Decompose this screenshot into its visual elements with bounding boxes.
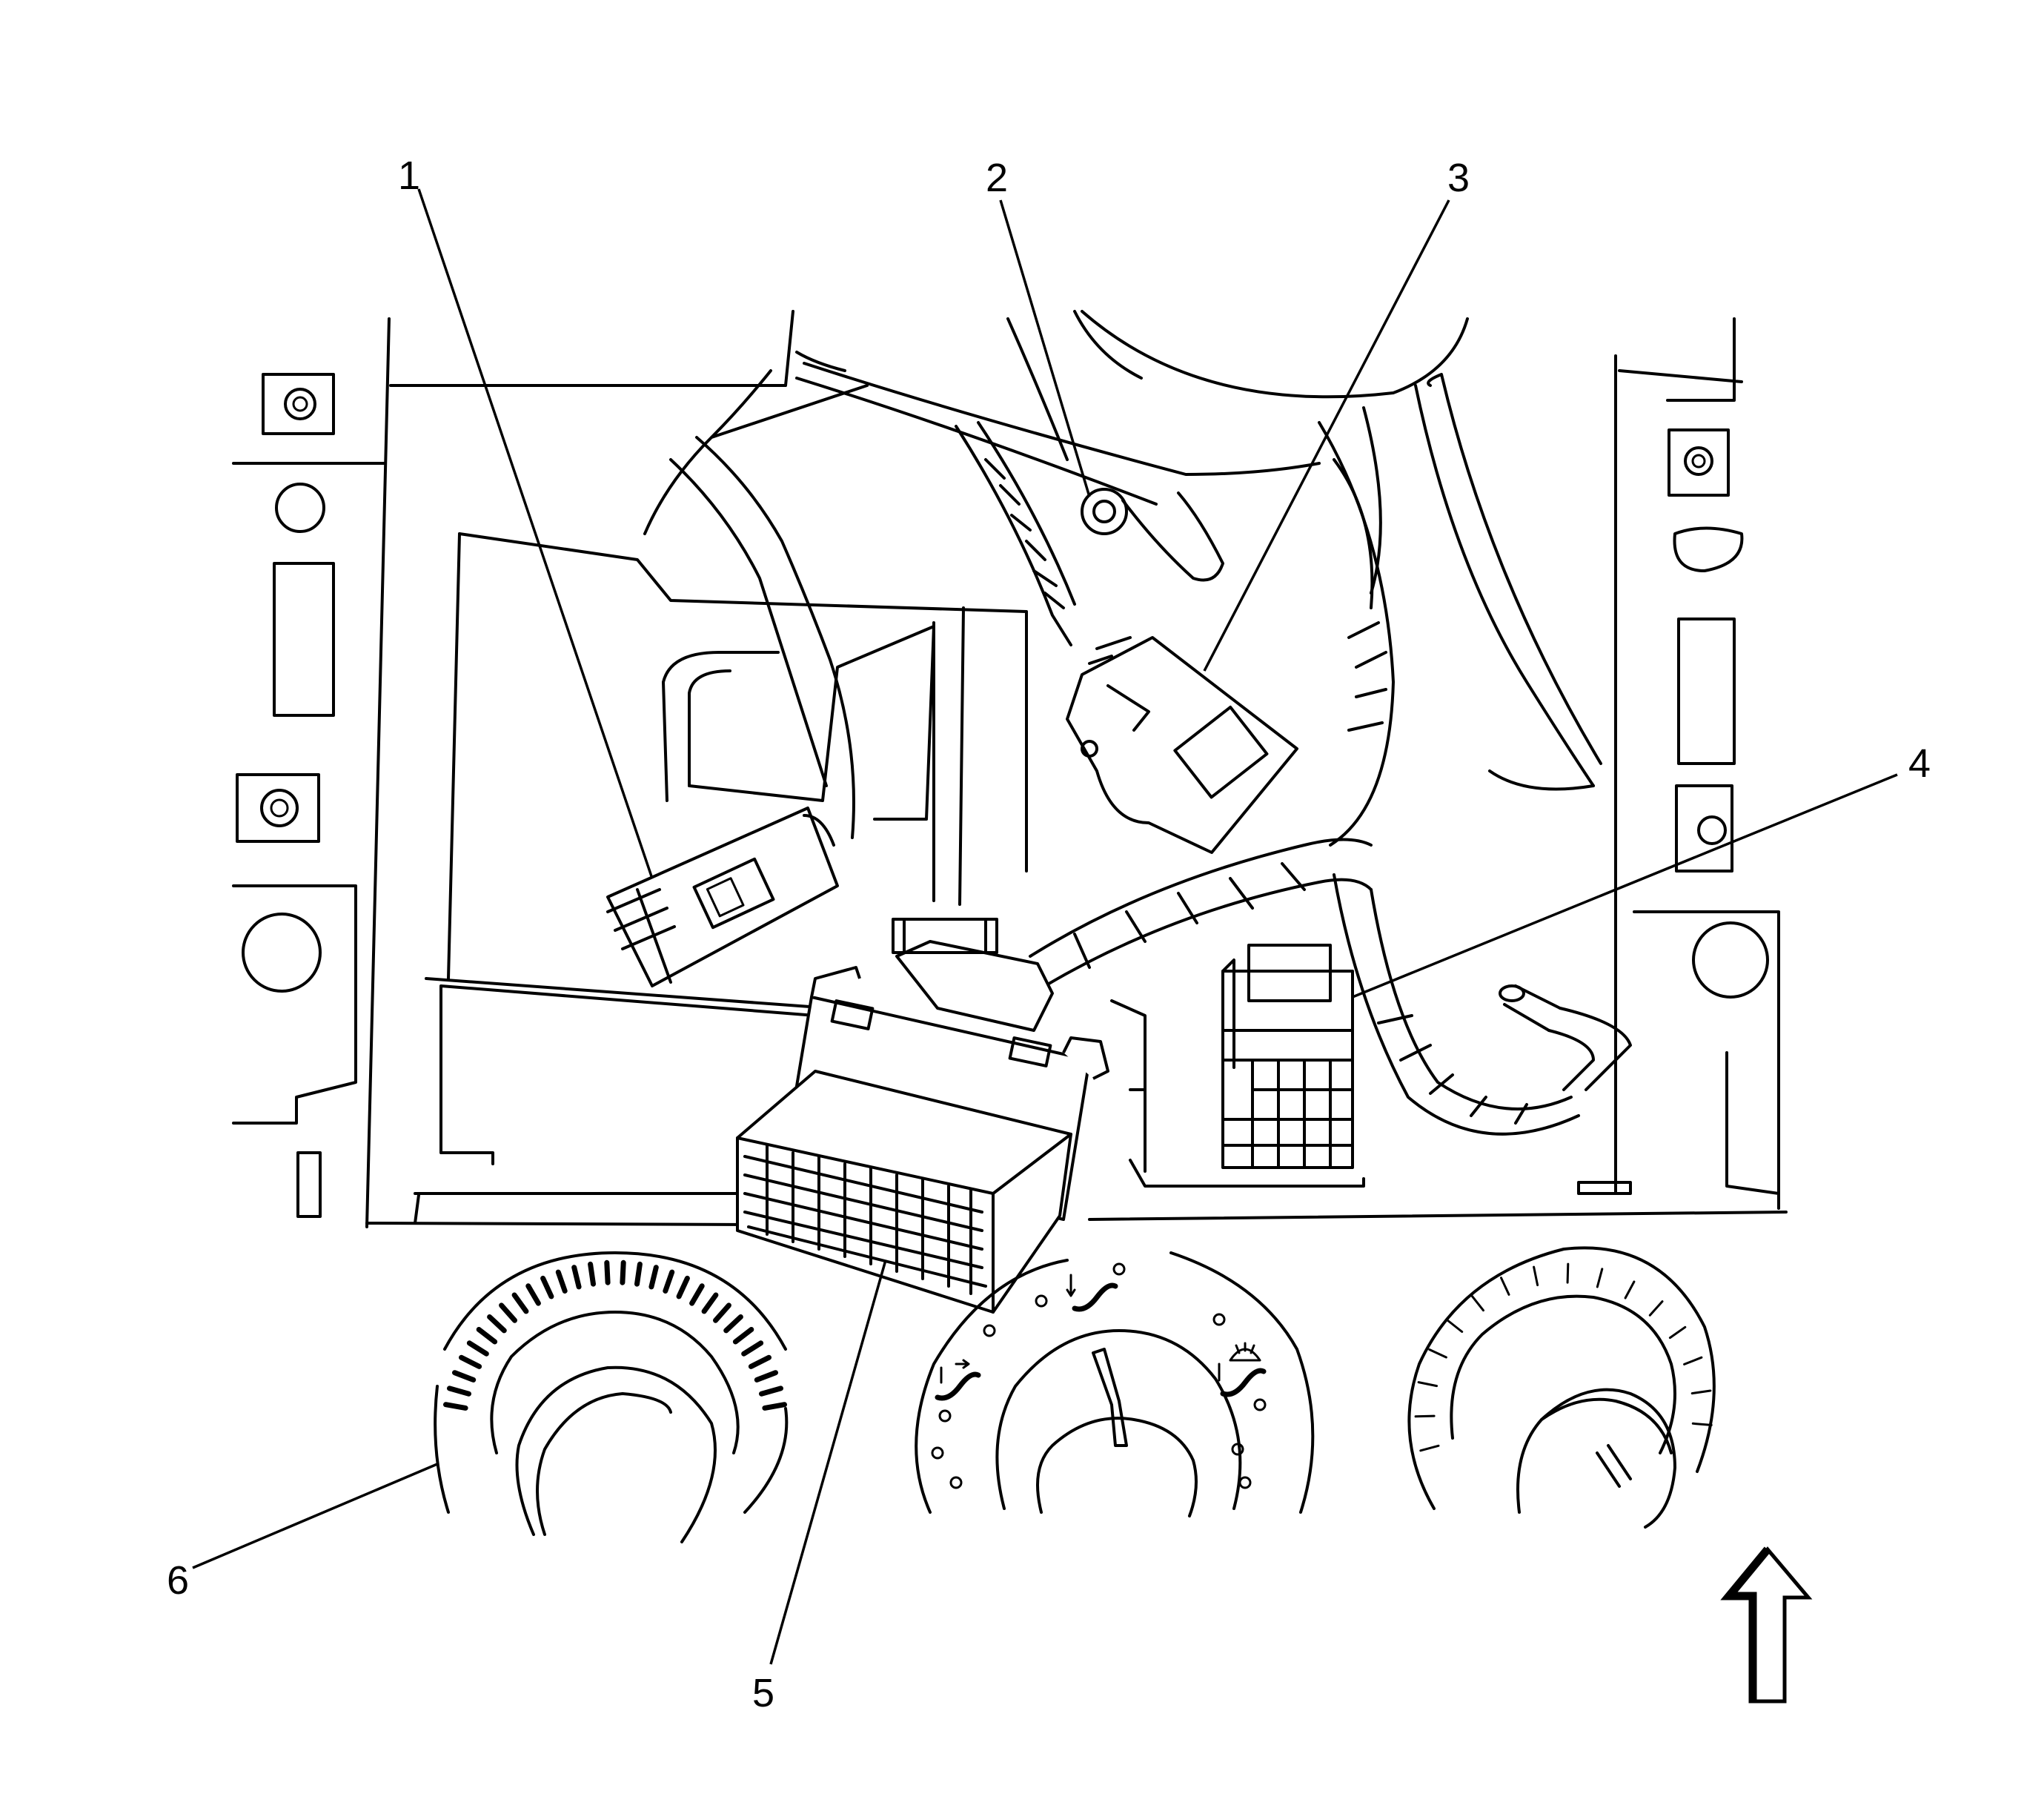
ground-terminal-2 [1081, 488, 1224, 582]
leader-line-2 [999, 199, 1091, 497]
up-arrow-icon [1720, 1546, 1813, 1704]
bi-level-mode-icon [935, 1359, 981, 1401]
connector-3 [1066, 636, 1298, 854]
leader-line-1 [417, 188, 654, 879]
leader-line-4 [1352, 773, 1898, 999]
auxiliary-connector [892, 918, 998, 954]
defrost-mode-icon [1218, 1342, 1267, 1397]
callout-label-1: 1 [398, 153, 420, 198]
callout-label-3: 3 [1447, 156, 1470, 200]
leader-line-6 [192, 1463, 438, 1569]
callout-label-6: 6 [167, 1558, 189, 1603]
callout-label-4: 4 [1908, 741, 1931, 786]
pin-connector [1499, 984, 1632, 1091]
connector-5 [736, 940, 1109, 1314]
callout-labels: 1 2 3 4 5 6 [167, 153, 1931, 1715]
connector-4 [1221, 944, 1354, 1169]
left-bezel-panel [232, 373, 387, 1218]
upper-dash-contours [643, 310, 1143, 535]
floor-vent-mode-icon [1066, 1274, 1118, 1312]
duct-opening [662, 625, 935, 821]
callout-label-5: 5 [752, 1671, 774, 1715]
callout-label-2: 2 [986, 156, 1008, 200]
leader-line-5 [769, 1259, 887, 1665]
leader-lines [192, 188, 1898, 1665]
dash-opening-frame [365, 310, 1788, 1228]
right-bezel-panel [1614, 317, 1780, 1210]
connector-1 [606, 807, 839, 987]
blower-control-knob-6[interactable] [434, 1251, 789, 1543]
temperature-control-knob[interactable] [1407, 1246, 1716, 1529]
leader-line-3 [1203, 199, 1450, 672]
mode-control-knob[interactable] [915, 1251, 1315, 1517]
